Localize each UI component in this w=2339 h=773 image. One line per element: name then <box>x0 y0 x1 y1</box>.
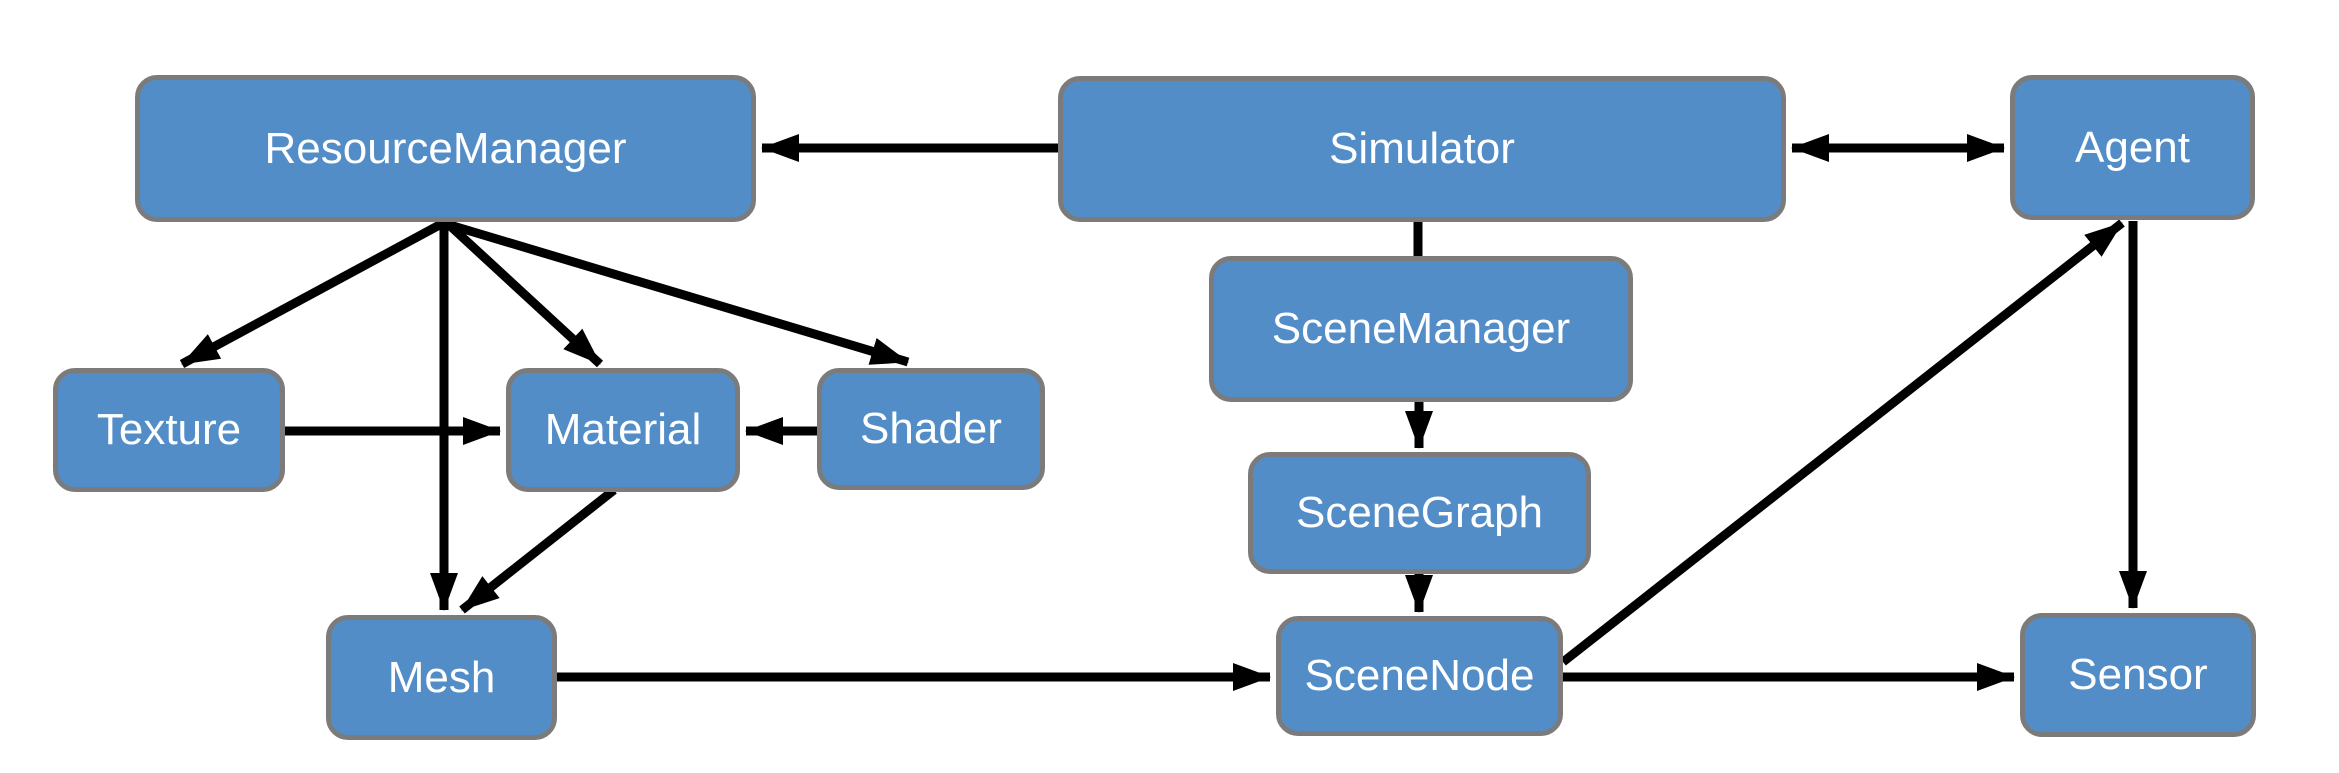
node-simulator: Simulator <box>1058 76 1786 222</box>
node-label-agent: Agent <box>2075 122 2190 172</box>
node-shader: Shader <box>817 368 1045 490</box>
node-texture: Texture <box>53 368 285 492</box>
node-agent: Agent <box>2010 75 2255 220</box>
node-material: Material <box>506 368 740 492</box>
edge-material-to-mesh <box>459 486 617 614</box>
node-label-material: Material <box>544 405 702 454</box>
node-label-scene-graph: SceneGraph <box>1295 488 1544 537</box>
node-scene-node: SceneNode <box>1276 616 1563 736</box>
edge-resource-manager-to-shader <box>448 220 910 367</box>
node-label-scene-manager: SceneManager <box>1271 304 1571 353</box>
node-label-sensor: Sensor <box>2068 650 2208 699</box>
node-resource-manager: ResourceManager <box>135 75 756 222</box>
node-sensor: Sensor <box>2020 613 2256 737</box>
node-label-shader: Shader <box>860 404 1002 453</box>
edge-resource-manager-to-texture <box>179 218 448 368</box>
node-scene-manager: SceneManager <box>1209 256 1633 402</box>
edge-resource-manager-to-material <box>443 219 604 368</box>
node-label-scene-node: SceneNode <box>1304 651 1535 700</box>
node-label-resource-manager: ResourceManager <box>264 123 627 173</box>
node-label-simulator: Simulator <box>1329 124 1515 173</box>
node-label-mesh: Mesh <box>387 652 496 702</box>
node-scene-graph: SceneGraph <box>1248 452 1591 574</box>
edge-scene-node-to-agent <box>1560 219 2125 666</box>
node-mesh: Mesh <box>326 615 557 740</box>
node-label-texture: Texture <box>96 405 242 454</box>
